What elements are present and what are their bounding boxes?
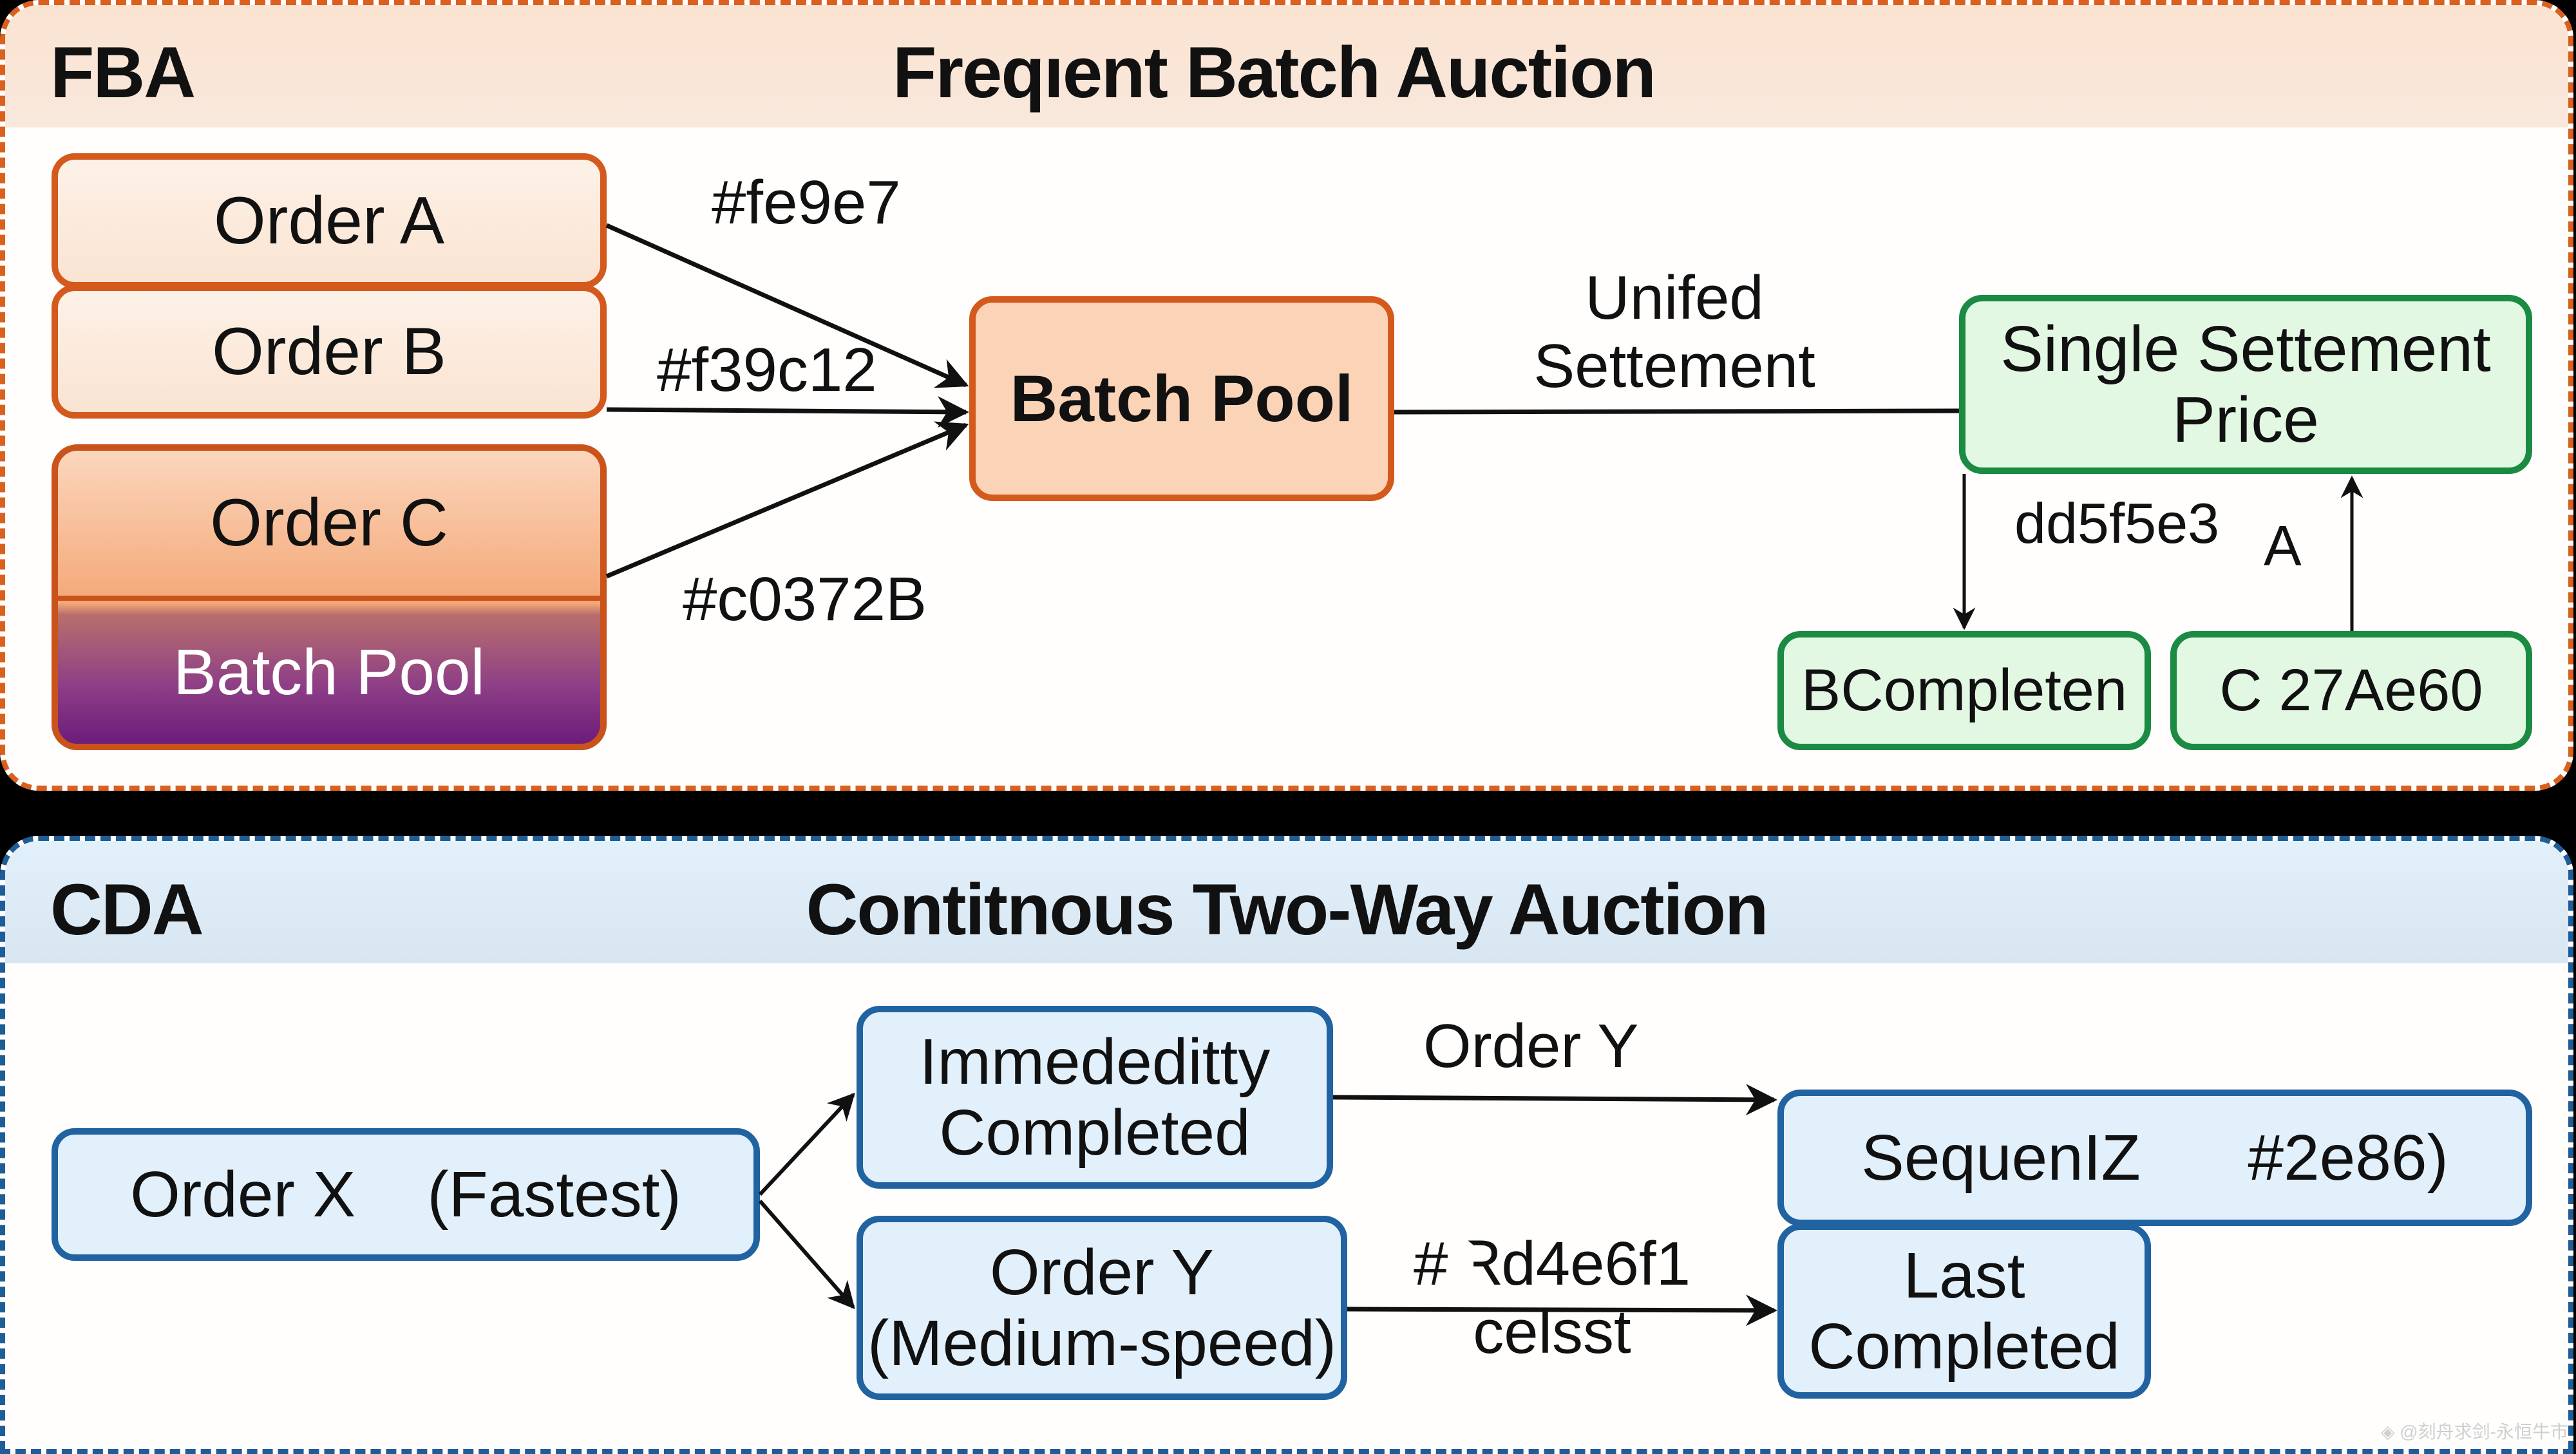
order-c-stack: Order C Batch Pool xyxy=(52,444,607,750)
c-result-label: C 27Ae60 xyxy=(2219,657,2483,723)
edge-label-bottom-line2: celsst xyxy=(1473,1297,1631,1366)
b-completed-label: BCompleten xyxy=(1801,657,2128,723)
edge-label-up: A xyxy=(2264,514,2302,578)
order-y-node: Order Y (Medium-speed) xyxy=(857,1216,1347,1400)
batch-pool-node: Batch Pool xyxy=(969,296,1394,501)
edge-label-c: #c0372B xyxy=(683,565,927,634)
cda-header: CDA Contitnous Two-Way Auction xyxy=(5,841,2568,963)
batch-pool-small-label: Batch Pool xyxy=(173,636,485,708)
immediate-line1: Immededitty xyxy=(919,1026,1271,1098)
edge-label-down: dd5f5e3 xyxy=(2014,491,2220,555)
batch-pool-small-node: Batch Pool xyxy=(58,601,600,744)
unified-line2: Settement xyxy=(1533,331,1815,401)
immediately-completed-node: Immededitty Completed xyxy=(857,1006,1333,1189)
c-result-node: C 27Ae60 xyxy=(2170,631,2532,750)
last-line2: Completed xyxy=(1808,1310,2120,1383)
order-y-line2: (Medium-speed) xyxy=(867,1307,1337,1379)
edge-label-order-y: Order Y xyxy=(1423,1012,1639,1081)
settlement-line1: Single Settement xyxy=(2000,313,2491,385)
last-completed-node: Last Completed xyxy=(1777,1223,2151,1399)
single-settlement-price-node: Single Settement Price xyxy=(1959,295,2532,474)
cda-abbr: CDA xyxy=(50,869,204,950)
fba-title: Freqıent Batch Auction xyxy=(893,32,1656,113)
last-line1: Last xyxy=(1903,1240,2025,1312)
edge-label-a: #fe9e7 xyxy=(712,168,901,237)
order-a-label: Order A xyxy=(213,183,445,258)
edge-label-bottom: # Ꝛd4e6f1 celsst xyxy=(1410,1230,1694,1366)
sequence-label: SequenIZ #2e86) xyxy=(1861,1122,2448,1194)
order-x-node: Order X (Fastest) xyxy=(52,1128,760,1261)
settlement-line2: Price xyxy=(2172,384,2319,456)
watermark: ◈ @刻舟求剑-永恒牛市 xyxy=(2380,1422,2568,1442)
fba-header: FBA Freqıent Batch Auction xyxy=(5,5,2568,127)
order-b-node: Order B xyxy=(52,285,607,419)
immediate-line2: Completed xyxy=(939,1097,1251,1169)
order-x-label: Order X (Fastest) xyxy=(130,1158,681,1231)
unified-line1: Unifed xyxy=(1585,263,1764,332)
batch-pool-label: Batch Pool xyxy=(1010,361,1354,435)
sequence-node: SequenIZ #2e86) xyxy=(1777,1090,2532,1226)
order-c-node: Order C xyxy=(58,451,600,601)
b-completed-node: BCompleten xyxy=(1777,631,2151,750)
cda-title: Contitnous Two-Way Auction xyxy=(806,869,1769,950)
order-y-line1: Order Y xyxy=(989,1236,1215,1308)
fba-abbr: FBA xyxy=(50,32,196,113)
order-b-label: Order B xyxy=(211,314,447,389)
edge-label-b: #f39c12 xyxy=(657,335,877,404)
unified-settlement-label: Unifed Settement xyxy=(1533,264,1816,400)
edge-label-bottom-line1: # Ꝛd4e6f1 xyxy=(1414,1229,1690,1298)
order-c-label: Order C xyxy=(210,486,448,561)
order-a-node: Order A xyxy=(52,153,607,288)
